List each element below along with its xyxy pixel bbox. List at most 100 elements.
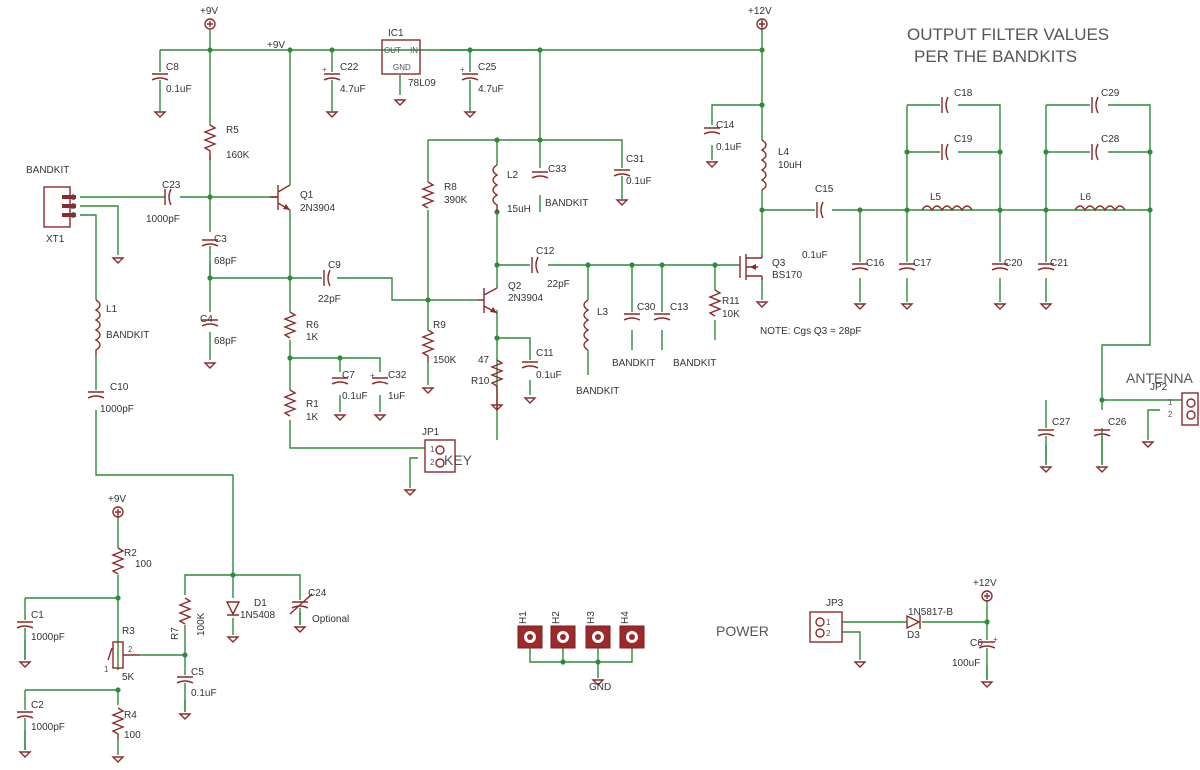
svg-text:47: 47 bbox=[478, 355, 490, 366]
svg-text:1000pF: 1000pF bbox=[31, 632, 65, 643]
svg-text:R6: R6 bbox=[306, 320, 319, 331]
svg-text:22pF: 22pF bbox=[547, 279, 570, 290]
ic1-regulator: OUT IN GND IC1 78L09 bbox=[381, 28, 436, 89]
key-label: KEY bbox=[444, 452, 473, 468]
svg-text:1N5817-B: 1N5817-B bbox=[908, 607, 953, 618]
vcc-12v-power-icon bbox=[981, 590, 993, 602]
mounting-hole-h3: H3 bbox=[585, 611, 611, 649]
vcc-9v-top-label: +9V bbox=[200, 6, 218, 17]
svg-text:R3: R3 bbox=[122, 626, 135, 637]
svg-text:L4: L4 bbox=[778, 147, 790, 158]
svg-text:BANDKIT: BANDKIT bbox=[576, 386, 619, 397]
svg-text:R8: R8 bbox=[444, 182, 457, 193]
svg-text:OUT: OUT bbox=[384, 46, 401, 55]
svg-text:C6: C6 bbox=[970, 638, 983, 649]
capacitor-c29: C29 bbox=[1091, 88, 1120, 114]
svg-text:R11: R11 bbox=[722, 296, 740, 307]
capacitor-c8: C8 0.1uF bbox=[151, 62, 192, 112]
svg-text:BANDKIT: BANDKIT bbox=[106, 330, 149, 341]
vcc-9v-rail-label: +9V bbox=[267, 40, 285, 51]
svg-text:1: 1 bbox=[826, 618, 831, 627]
svg-text:C22: C22 bbox=[340, 62, 359, 73]
jumper-jp2: 12 JP2 bbox=[1150, 382, 1199, 426]
svg-text:1: 1 bbox=[71, 193, 76, 202]
svg-text:H1: H1 bbox=[518, 611, 529, 624]
svg-text:IN: IN bbox=[410, 46, 418, 55]
power-symbols: +9V +9V +12V +9V +12V bbox=[108, 6, 997, 602]
svg-text:5K: 5K bbox=[122, 672, 135, 683]
svg-text:C33: C33 bbox=[548, 164, 567, 175]
svg-text:15uH: 15uH bbox=[507, 204, 531, 215]
capacitor-c3: C3 68pF bbox=[201, 234, 237, 278]
cgs-note: NOTE: Cgs Q3 = 28pF bbox=[760, 326, 861, 337]
svg-text:4.7uF: 4.7uF bbox=[340, 84, 366, 95]
xt1-name: XT1 bbox=[46, 234, 65, 245]
svg-text:Q2: Q2 bbox=[508, 281, 522, 292]
ground-icon bbox=[1039, 441, 1155, 473]
svg-text:BANDKIT: BANDKIT bbox=[612, 358, 655, 369]
svg-text:L1: L1 bbox=[106, 304, 118, 315]
svg-text:2: 2 bbox=[1168, 410, 1173, 419]
svg-text:2N3904: 2N3904 bbox=[300, 203, 335, 214]
vcc-12v-top-label: +12V bbox=[748, 6, 772, 17]
ground-icon bbox=[591, 661, 994, 688]
svg-text:C2: C2 bbox=[31, 700, 44, 711]
svg-text:2: 2 bbox=[430, 458, 435, 467]
mounting-hole-h1: H1 bbox=[517, 611, 543, 649]
mounting-hole-h4: H4 bbox=[619, 611, 645, 649]
inductor-l6: L6 bbox=[1074, 192, 1126, 212]
svg-text:C23: C23 bbox=[162, 180, 181, 191]
svg-text:C26: C26 bbox=[1108, 417, 1127, 428]
resistor-r7: R7 100K bbox=[170, 597, 207, 640]
svg-text:100K: 100K bbox=[196, 612, 207, 636]
svg-text:C31: C31 bbox=[626, 154, 645, 165]
svg-text:2: 2 bbox=[71, 202, 76, 211]
svg-text:68pF: 68pF bbox=[214, 256, 237, 267]
svg-text:3: 3 bbox=[71, 211, 76, 220]
svg-text:0.1uF: 0.1uF bbox=[626, 176, 652, 187]
svg-text:Q3: Q3 bbox=[772, 258, 786, 269]
svg-text:1000pF: 1000pF bbox=[100, 404, 134, 415]
svg-text:0.1uF: 0.1uF bbox=[716, 142, 742, 153]
svg-text:C11: C11 bbox=[536, 348, 554, 359]
svg-text:1uF: 1uF bbox=[388, 391, 405, 402]
svg-text:C13: C13 bbox=[670, 302, 689, 313]
svg-text:22pF: 22pF bbox=[318, 294, 341, 305]
xt1-value: BANDKIT bbox=[26, 165, 69, 176]
svg-text:1: 1 bbox=[104, 665, 109, 674]
svg-text:C20: C20 bbox=[1004, 258, 1023, 269]
svg-text:H4: H4 bbox=[620, 611, 631, 624]
svg-text:0.1uF: 0.1uF bbox=[166, 84, 192, 95]
svg-text:C8: C8 bbox=[166, 62, 179, 73]
capacitor-c17: C17 bbox=[898, 258, 932, 271]
svg-text:JP3: JP3 bbox=[826, 598, 844, 609]
svg-text:C5: C5 bbox=[191, 667, 204, 678]
capacitor-c28: C28 bbox=[1091, 134, 1120, 161]
svg-text:JP1: JP1 bbox=[422, 427, 440, 438]
capacitor-c21: C21 bbox=[1037, 258, 1069, 271]
svg-text:2N3904: 2N3904 bbox=[508, 293, 543, 304]
jumper-jp3: 12 JP3 bbox=[809, 598, 844, 643]
svg-text:BANDKIT: BANDKIT bbox=[673, 358, 716, 369]
capacitor-c31: C31 0.1uF bbox=[613, 154, 652, 200]
svg-text:C3: C3 bbox=[214, 234, 227, 245]
svg-text:1K: 1K bbox=[306, 412, 319, 423]
svg-text:2: 2 bbox=[128, 645, 133, 654]
svg-text:150K: 150K bbox=[433, 355, 457, 366]
inductor-l5: L5 bbox=[921, 192, 973, 212]
